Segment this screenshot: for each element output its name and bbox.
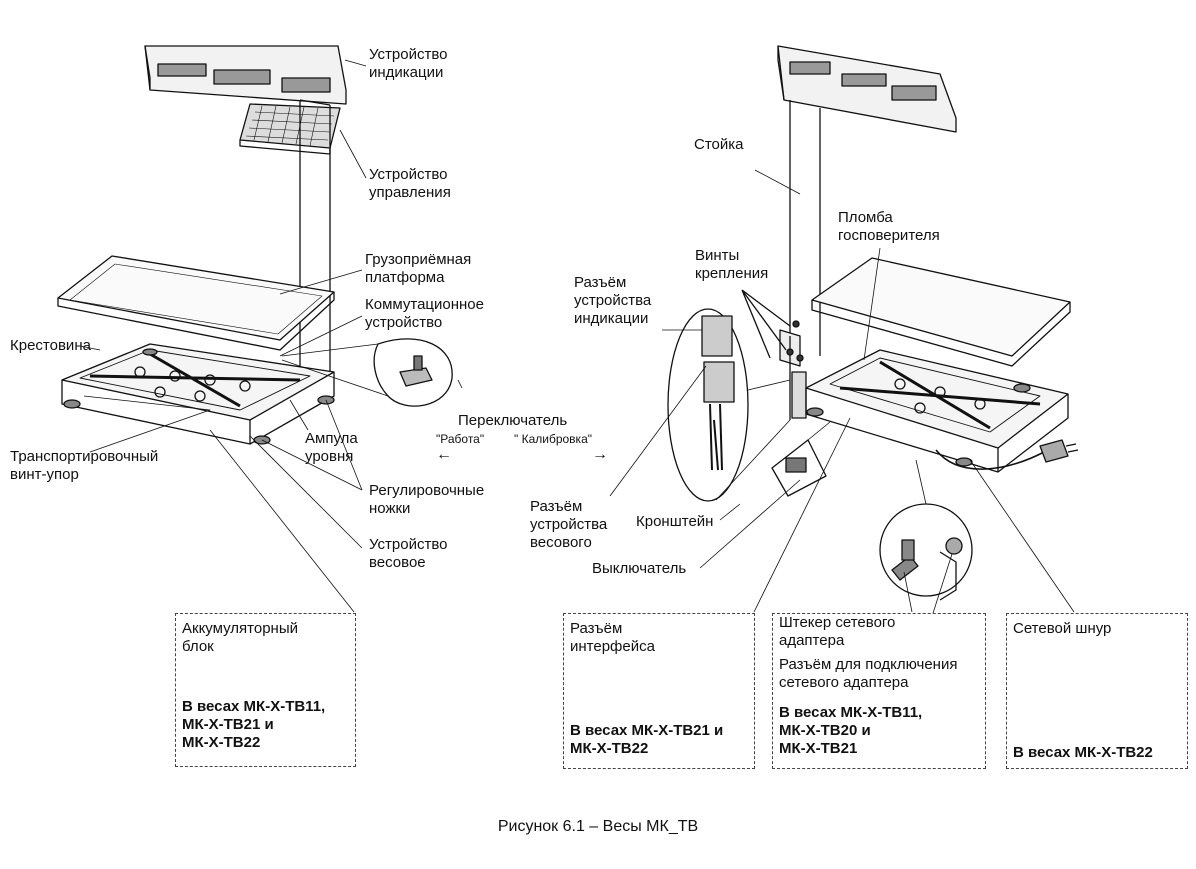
label-screws: Винты крепления <box>695 247 769 282</box>
adapter-note: В весах МК-Х-ТВ11, МК-Х-ТВ20 и МК-Х-ТВ21 <box>779 704 923 757</box>
interface-box: Разъём интерфейса В весах МК-Х-ТВ21 и МК… <box>563 613 755 769</box>
label-mode-work: "Работа" <box>436 432 485 446</box>
adapter-box: Штекер сетевого адаптера Разъём для подк… <box>772 613 986 769</box>
label-switching: Коммутационное устройство <box>365 296 484 331</box>
label-transport-screw: Транспортировочный винт-упор <box>10 448 159 483</box>
label-level: Ампула уровня <box>305 430 358 465</box>
label-weighing: Устройство весовое <box>369 536 448 571</box>
interface-note: В весах МК-Х-ТВ21 и МК-Х-ТВ22 <box>570 722 724 757</box>
label-platform: Грузоприёмная платформа <box>365 251 472 286</box>
cord-box: Сетевой шнур В весах МК-Х-ТВ22 <box>1006 613 1188 769</box>
label-mode-calib: " Калибровка" <box>514 432 593 446</box>
label-seal: Пломба госповерителя <box>838 209 940 244</box>
battery-box: Аккумуляторный блок В весах МК-Х-ТВ11, М… <box>175 613 356 767</box>
left-scale-drawing <box>57 45 463 613</box>
label-control: Устройство управления <box>369 166 451 201</box>
arrow-left-icon: ← <box>436 446 452 463</box>
label-power-switch: Выключатель <box>592 560 687 577</box>
battery-note: В весах МК-Х-ТВ11, МК-Х-ТВ21 и МК-Х-ТВ22 <box>182 698 326 751</box>
label-switch: Переключатель <box>458 412 568 429</box>
adapter-title2: Разъём для подключения сетевого адаптера <box>779 656 958 691</box>
label-cross: Крестовина <box>10 337 91 354</box>
label-display-conn: Разъём устройства индикации <box>574 274 652 327</box>
label-feet: Регулировочные ножки <box>369 482 485 517</box>
label-bracket: Кронштейн <box>636 513 714 530</box>
label-display-left: Устройство индикации <box>369 46 448 81</box>
interface-title: Разъём интерфейса <box>570 620 655 655</box>
right-scale-drawing <box>609 45 1079 661</box>
cord-note: В весах МК-Х-ТВ22 <box>1013 744 1153 761</box>
label-stand: Стойка <box>694 136 744 153</box>
battery-title: Аккумуляторный блок <box>182 620 298 655</box>
cord-title: Сетевой шнур <box>1013 620 1112 637</box>
arrow-right-icon: → <box>592 446 608 463</box>
adapter-title: Штекер сетевого адаптера <box>779 614 896 649</box>
label-weighing-conn: Разъём устройства весового <box>530 498 608 551</box>
figure-caption: Рисунок 6.1 – Весы МК_ТВ <box>497 818 699 835</box>
